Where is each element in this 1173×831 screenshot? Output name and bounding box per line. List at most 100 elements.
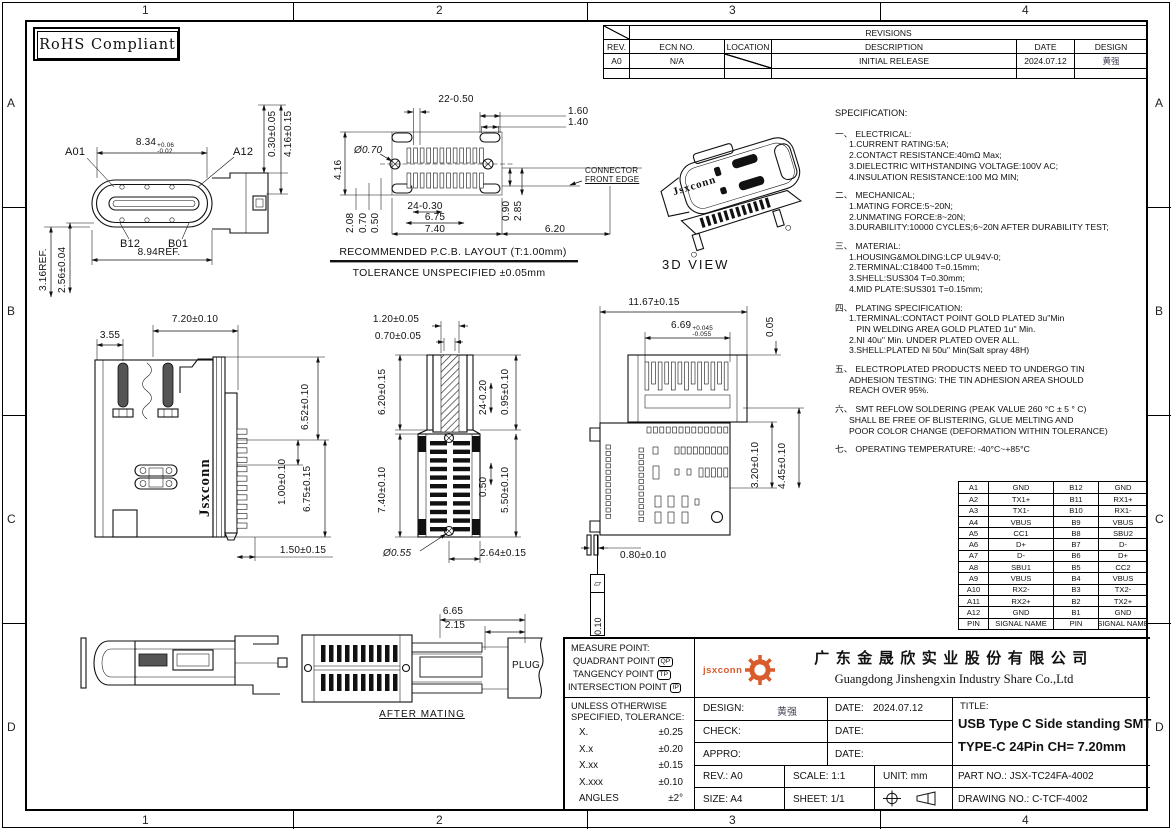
spec-section-number: 六、: [835, 404, 853, 415]
spec-section-heading: 四、PLATING SPECIFICATION:: [835, 303, 1147, 314]
dim-right-2: 1.00±0.10: [277, 458, 288, 505]
dim-right-3: 0.50: [478, 476, 489, 497]
dim-height-ref: 3.16REF.: [38, 248, 49, 291]
profile-view-drawing: [80, 635, 288, 695]
drawing-title-line-1: USB Type C Side standing SMT: [958, 716, 1152, 731]
pin-table-cell: A9: [968, 574, 979, 584]
design-label: DESIGN:: [703, 703, 745, 714]
pin-table-cell: D-: [1098, 539, 1147, 550]
pin-table-cell: B9: [1053, 516, 1098, 528]
dim-hole: Ø0.70: [354, 145, 383, 156]
tp-badge-icon: TP: [656, 670, 671, 680]
flatness-symbol-icon: ▱ 0.10: [590, 574, 605, 636]
zone-column-label: 2: [436, 813, 443, 827]
bottom-view-drawing: [395, 321, 521, 563]
spec-section-heading: 一、ELECTRICAL:: [835, 129, 1147, 140]
dim-pad-1: 1.60: [568, 106, 589, 117]
spec-section-number: 二、: [835, 190, 853, 201]
spec-item-line: 2.UNMATING FORCE:8~20N;: [849, 211, 966, 222]
zone-divider: [1148, 207, 1171, 208]
measure-item-label: QUADRANT POINT: [573, 656, 656, 666]
spec-item-line: 3.DIELECTRIC WITHSTANDING VOLTAGE:100V A…: [849, 160, 1059, 171]
profile-view: [75, 628, 291, 714]
spec-section: 三、MATERIAL:1.HOUSING&MOLDING:LCP UL94V-0…: [835, 241, 1147, 295]
tolerance-label: ANGLES: [579, 793, 619, 804]
dim-b3: 0.50: [370, 212, 381, 233]
zone-divider: [587, 811, 588, 829]
spec-section: 四、PLATING SPECIFICATION:1.TERMINAL:CONTA…: [835, 303, 1147, 357]
pin-table-cell: B8: [1053, 528, 1098, 539]
spec-item-line: 1.CURRENT RATING:5A;: [849, 139, 949, 150]
after-mating-drawing: [301, 614, 544, 703]
tolerance-value: ±0.10: [658, 776, 683, 788]
zone-divider: [1148, 623, 1171, 624]
spec-item-line: 2.TERMINAL:C18400 T=0.15mm;: [849, 262, 980, 273]
location-value: [724, 54, 771, 68]
pin-table-cell: PIN: [967, 619, 980, 629]
zone-row-label: C: [1155, 512, 1164, 526]
rear-view: 11.67±0.15 6.69+0.045-0.055 0.05 3.20±0.…: [575, 296, 811, 568]
pin-table-cell: RX2-: [988, 584, 1053, 595]
pin-table-cell: RX2+: [988, 595, 1053, 607]
pin-table-cell: B4: [1053, 573, 1098, 584]
zone-row-label: B: [1155, 304, 1164, 318]
pin-table-cell: GND: [988, 607, 1053, 618]
pin-callout-b12: B12: [120, 238, 141, 250]
pin-callout-a12: A12: [233, 146, 254, 158]
spec-item-line: REACH OVER 95%.: [849, 385, 929, 396]
pin-table-cell: B12: [1053, 482, 1098, 494]
pin-table-cell: B7: [1053, 539, 1098, 550]
appro-label: APPRO:: [703, 749, 741, 760]
dim-height: 2.56±0.04: [57, 246, 68, 293]
dim-w1: 6.75: [424, 212, 446, 223]
spec-section-number: 七、: [835, 444, 853, 455]
scale-field: SCALE: 1:1: [793, 771, 846, 782]
pin-table-cell: A6: [968, 540, 979, 550]
empty-cell: [1016, 69, 1074, 78]
zone-divider: [587, 2, 588, 20]
pin-table-cell: RX1+: [1098, 494, 1147, 505]
logo-text: jsxconn: [703, 664, 743, 676]
tolerance-row: ANGLES ±2°: [579, 793, 683, 810]
flatness-glyph: ▱: [591, 575, 604, 593]
zone-column-label: 3: [729, 3, 736, 17]
measure-item-label: TANGENCY POINT: [573, 669, 654, 679]
dim-r1: 0.90: [501, 200, 512, 221]
tolerance-label: X.x: [579, 743, 594, 755]
spec-item-line: PIN WELDING AREA GOLD PLATED 1u" Min.: [849, 323, 1036, 334]
revisions-corner-cell: [604, 26, 629, 39]
company-logo: jsxconn: [703, 655, 776, 685]
date-label-3: DATE:: [835, 749, 864, 760]
dim-value: 6.69: [671, 320, 692, 331]
pin-table-cell: GND: [1098, 482, 1147, 494]
pin-table-cell: B5: [1053, 562, 1098, 573]
pin-table-cell: SBU2: [1098, 528, 1147, 539]
date-label-2: DATE:: [835, 726, 864, 737]
revisions-title: REVISIONS: [629, 26, 1147, 39]
dim-right-1: 24-0.20: [478, 379, 489, 415]
pin-callout-b01: B01: [168, 238, 189, 250]
spec-section-head: ELECTRICAL:: [855, 128, 912, 139]
spec-item-line: 4.MID PLATE:SUS301 T=0.15mm;: [849, 283, 983, 294]
zone-row-label: A: [7, 96, 16, 110]
pin-table-cell: A10: [966, 585, 981, 595]
tolerance-value: ±2°: [668, 793, 683, 804]
pin-table-cell: D+: [1098, 550, 1147, 562]
pin-table-cell: VBUS: [988, 516, 1053, 528]
dim-1: 6.65: [442, 606, 464, 617]
date-value-1: 2024.07.12: [873, 703, 924, 714]
spec-section-number: 四、: [835, 302, 853, 313]
dim-top-2: 3.55: [99, 330, 121, 341]
pin-table-cell: CC2: [1098, 562, 1147, 573]
dim-w3: 6.20: [544, 224, 566, 235]
zone-column-label: 2: [436, 3, 443, 17]
spec-section-head: MATERIAL:: [855, 241, 901, 252]
pin-table-cell: A11: [967, 596, 980, 606]
spec-section-number: 三、: [835, 241, 853, 252]
spec-section-heading: 七、OPERATING TEMPERATURE: -40°C~+85°C: [835, 444, 1147, 455]
